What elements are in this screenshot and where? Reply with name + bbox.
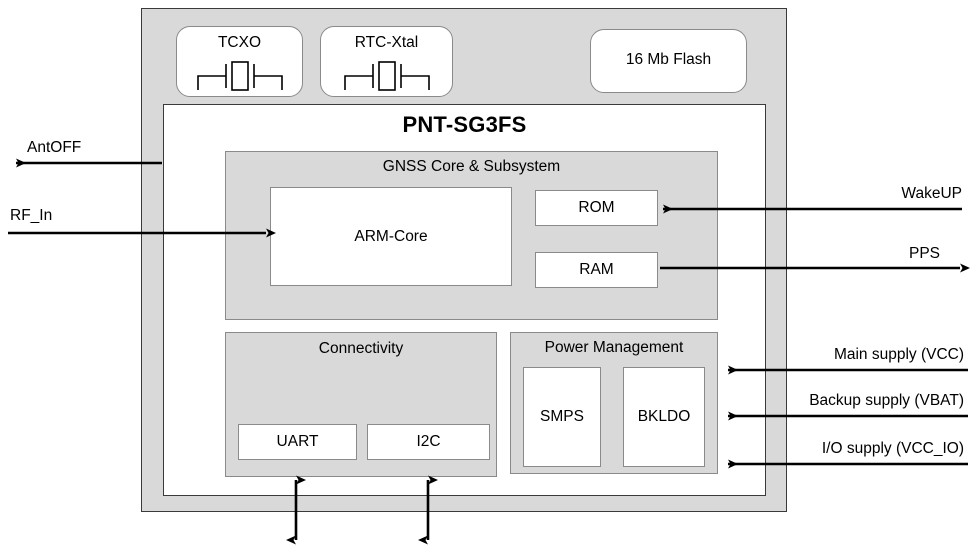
section-connectivity-title: Connectivity bbox=[318, 340, 404, 357]
section-power-management-title: Power Management bbox=[544, 339, 684, 356]
signal-label-pps: PPS bbox=[908, 245, 940, 262]
signal-label-vcc-io: I/O supply (VCC_IO) bbox=[821, 440, 964, 457]
rtc-xtal-component: RTC-Xtal bbox=[320, 26, 453, 97]
signal-label-wakeup: WakeUP bbox=[901, 185, 962, 202]
block-ram: RAM bbox=[535, 252, 658, 288]
crystal-symbol bbox=[196, 61, 283, 91]
tcxo-label: TCXO bbox=[217, 34, 262, 51]
block-smps: SMPS bbox=[523, 367, 601, 467]
signal-label-rf-in: RF_In bbox=[10, 207, 53, 224]
block-i2c: I2C bbox=[367, 424, 490, 460]
section-gnss-title: GNSS Core & Subsystem bbox=[382, 158, 561, 175]
block-arm-core: ARM-Core bbox=[270, 187, 512, 286]
signal-label-vbat: Backup supply (VBAT) bbox=[809, 392, 964, 409]
rtc-xtal-label: RTC-Xtal bbox=[354, 34, 419, 51]
block-uart: UART bbox=[238, 424, 357, 460]
crystal-symbol bbox=[343, 61, 430, 91]
signal-label-antoff: AntOFF bbox=[27, 139, 82, 156]
block-bkldo: BKLDO bbox=[623, 367, 705, 467]
tcxo-component: TCXO bbox=[176, 26, 303, 97]
block-rom: ROM bbox=[535, 190, 658, 226]
flash-label: 16 Mb Flash bbox=[625, 51, 712, 68]
flash-component: 16 Mb Flash bbox=[590, 29, 747, 93]
signal-label-vcc: Main supply (VCC) bbox=[833, 346, 964, 363]
page-title: PNT-SG3FS bbox=[402, 112, 527, 137]
